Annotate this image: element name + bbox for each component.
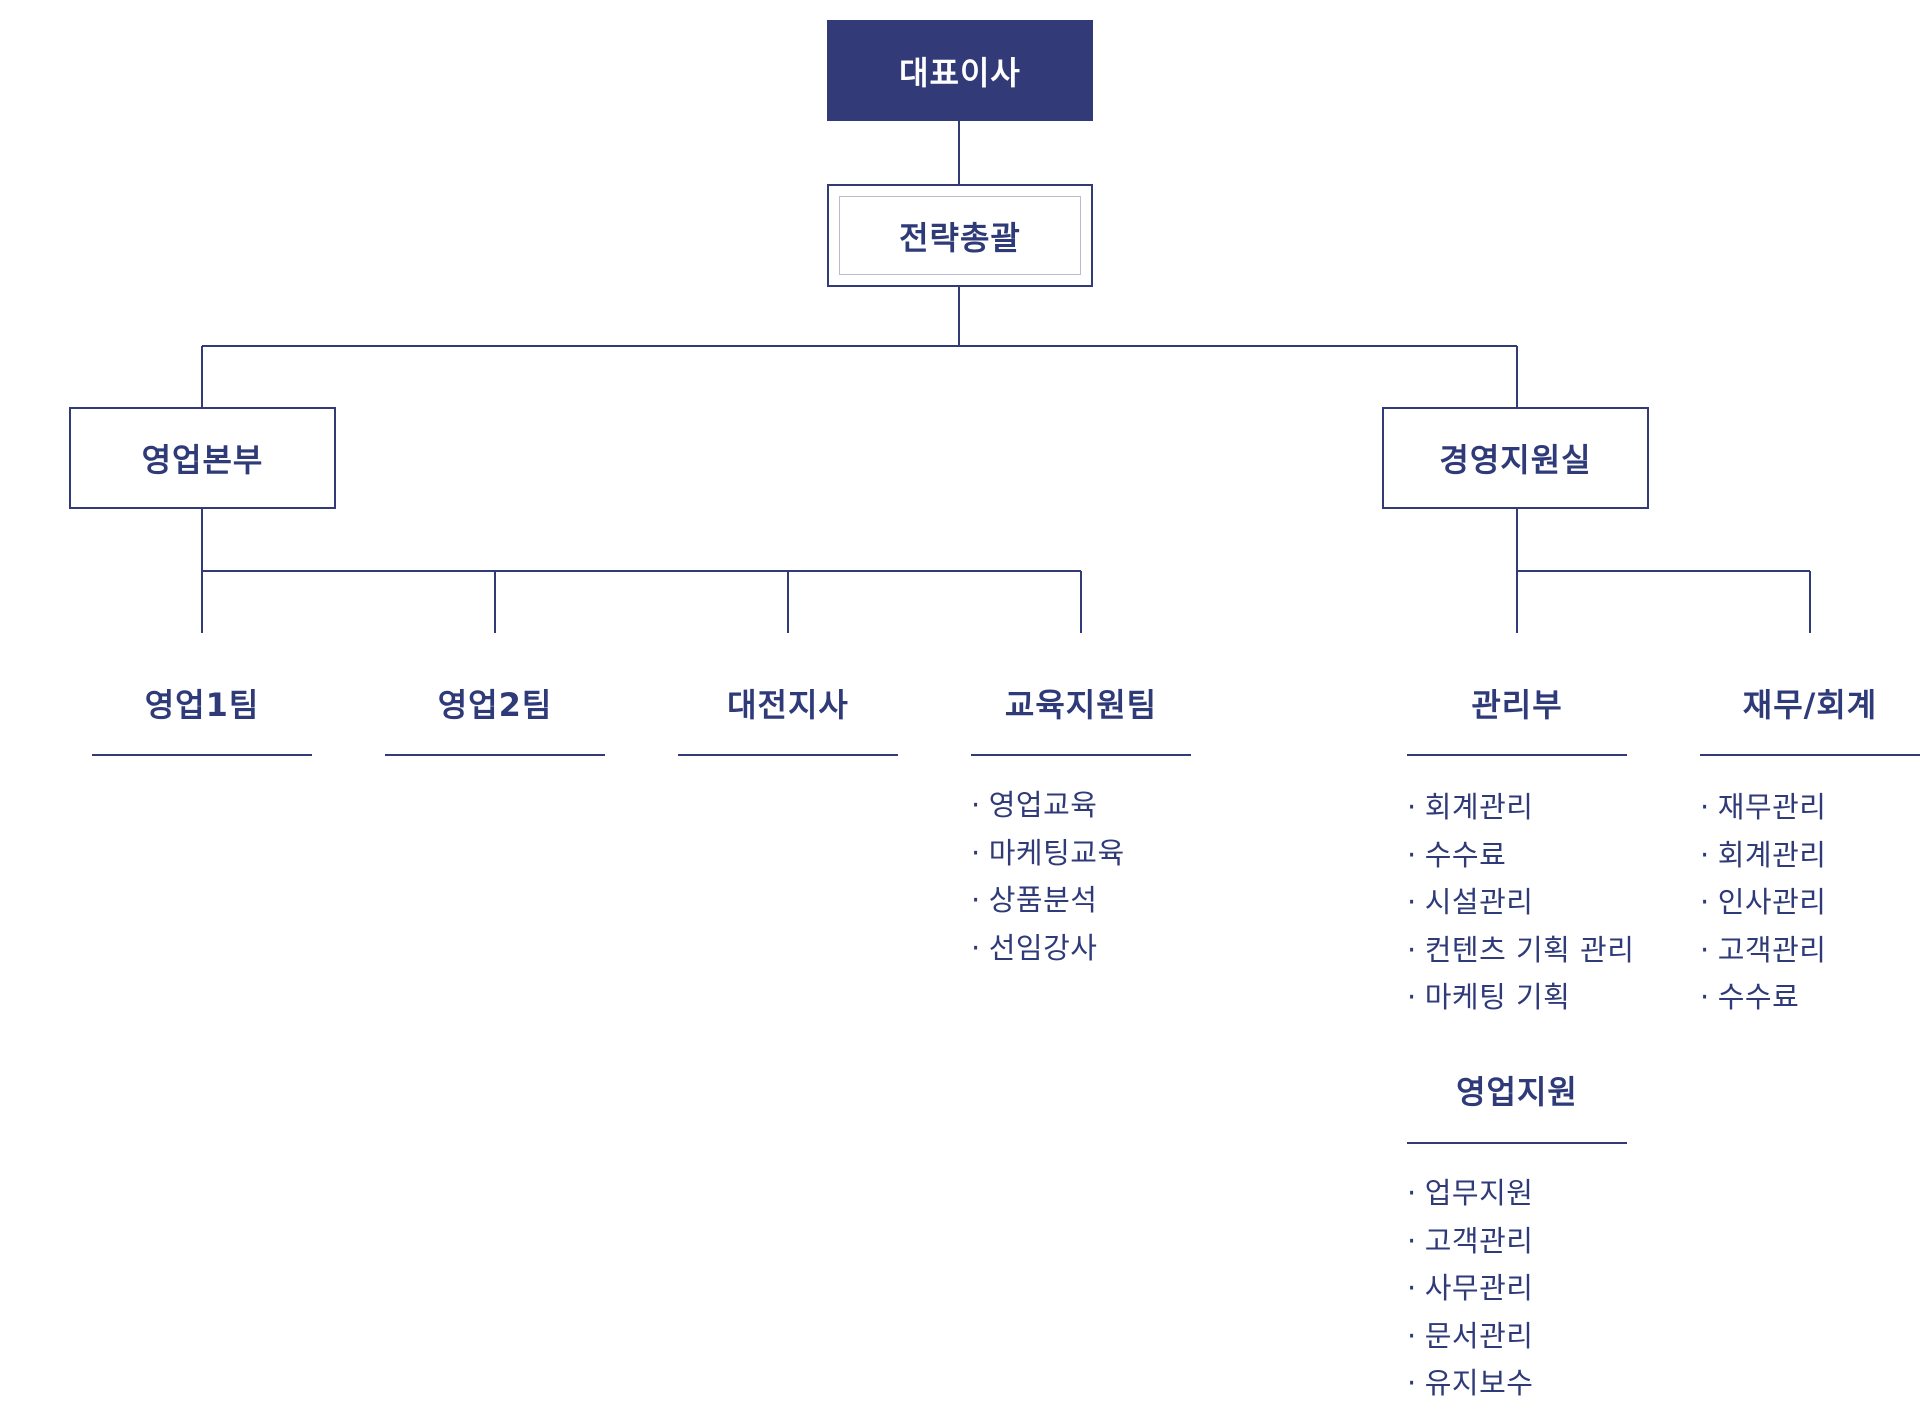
duty-item: 마케팅교육	[971, 830, 1125, 878]
duty-item: 마케팅 기획	[1407, 974, 1634, 1022]
duty-item: 영업교육	[971, 782, 1125, 830]
strategy-inner-frame: 전략총괄	[839, 196, 1081, 275]
team-sales-1-label: 영업1팀	[144, 686, 260, 724]
sales-support-duty-list: 업무지원 고객관리 사무관리 문서관리 유지보수	[1407, 1170, 1533, 1408]
duty-item: 문서관리	[1407, 1313, 1533, 1361]
team-education-label: 교육지원팀	[1004, 686, 1158, 724]
strategy-label: 전략총괄	[899, 218, 1021, 257]
duty-item: 유지보수	[1407, 1360, 1533, 1408]
team-sales-2-underline	[385, 754, 605, 756]
team-sales-support-label: 영업지원	[1456, 1073, 1578, 1111]
ceo-node: 대표이사	[827, 20, 1093, 121]
duty-item: 고객관리	[1700, 927, 1826, 975]
ceo-label: 대표이사	[899, 53, 1021, 92]
team-finance-label: 재무/회계	[1742, 686, 1878, 724]
admin-duty-list: 회계관리 수수료 시설관리 컨텐츠 기획 관리 마케팅 기획	[1407, 784, 1634, 1022]
duty-item: 고객관리	[1407, 1218, 1533, 1266]
duty-item: 수수료	[1407, 832, 1634, 880]
team-admin-label: 관리부	[1471, 686, 1563, 724]
finance-duty-list: 재무관리 회계관리 인사관리 고객관리 수수료	[1700, 784, 1826, 1022]
team-finance-underline	[1700, 754, 1920, 756]
duty-item: 시설관리	[1407, 879, 1634, 927]
duty-item: 상품분석	[971, 877, 1125, 925]
strategy-node: 전략총괄	[827, 184, 1093, 287]
team-daejeon-underline	[678, 754, 898, 756]
team-admin-underline	[1407, 754, 1627, 756]
team-daejeon-label: 대전지사	[727, 686, 849, 724]
duty-item: 인사관리	[1700, 879, 1826, 927]
duty-item: 사무관리	[1407, 1265, 1533, 1313]
sales-hq-node: 영업본부	[69, 407, 336, 509]
duty-item: 업무지원	[1407, 1170, 1533, 1218]
duty-item: 회계관리	[1700, 832, 1826, 880]
duty-item: 컨텐츠 기획 관리	[1407, 927, 1634, 975]
education-duty-list: 영업교육 마케팅교육 상품분석 선임강사	[971, 782, 1125, 972]
team-education-underline	[971, 754, 1191, 756]
sales-hq-label: 영업본부	[141, 441, 264, 479]
team-sales-2-label: 영업2팀	[437, 686, 553, 724]
duty-item: 재무관리	[1700, 784, 1826, 832]
management-support-label: 경영지원실	[1439, 441, 1592, 479]
team-sales-support-underline	[1407, 1142, 1627, 1144]
duty-item: 수수료	[1700, 974, 1826, 1022]
team-sales-1-underline	[92, 754, 312, 756]
management-support-node: 경영지원실	[1382, 407, 1649, 509]
duty-item: 회계관리	[1407, 784, 1634, 832]
duty-item: 선임강사	[971, 925, 1125, 973]
